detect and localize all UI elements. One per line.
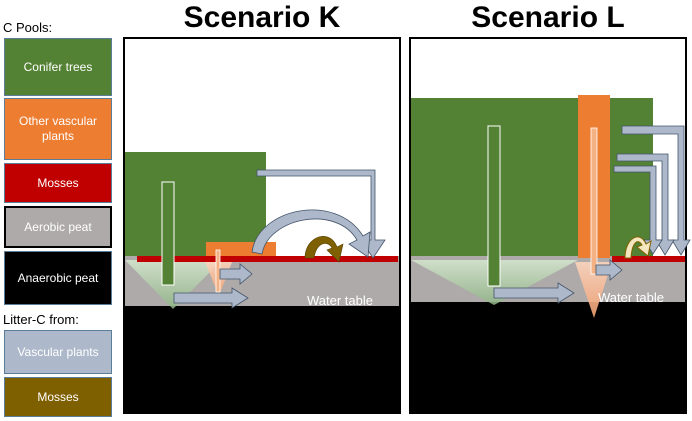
c-pools-legend-title: C Pools: <box>3 20 53 35</box>
scenario-l-conifer-root-litter-arrow <box>493 282 575 304</box>
scenario-k-moss-litter-arrow <box>304 236 344 263</box>
scenario-l-vascular-root-zone <box>575 262 612 318</box>
legend-anaerobic-peat: Anaerobic peat <box>4 251 112 305</box>
scenario-k-conifer-stem <box>161 181 175 286</box>
scenario-k-vascular-litter-arrow <box>251 209 371 258</box>
scenario-l-conifer-stem <box>487 125 501 287</box>
scenario-l-moss-litter-arrow <box>624 236 652 259</box>
legend-conifer-trees: Conifer trees <box>4 38 112 96</box>
scenario-l-vascular-stem <box>590 127 598 275</box>
scenario-l-title: Scenario L <box>471 1 625 34</box>
legend-other-vascular-plants-label: Other vascular plants <box>18 114 98 143</box>
scenario-k-panel: Water table <box>123 37 401 414</box>
legend-litter-mosses-label: Mosses <box>37 389 79 404</box>
legend-aerobic-peat: Aerobic peat <box>4 206 112 248</box>
scenario-k-anaerobic-peat <box>125 306 399 412</box>
scenario-l-conifer-litter-arrow <box>621 125 691 256</box>
scenario-l-conifer-canopy <box>411 98 653 258</box>
scenario-l-moss-layer <box>612 256 685 262</box>
legend-mosses-pool-label: Mosses <box>37 175 79 190</box>
scenario-k-vascular-root-litter-arrow <box>219 263 253 285</box>
scenario-l-vascular-litter-arrow <box>616 153 675 256</box>
scenario-l-vascular-litter-arrow-2 <box>613 165 663 255</box>
legend-other-vascular-plants: Other vascular plants <box>4 98 112 160</box>
scenario-k-moss-layer <box>137 256 398 262</box>
scenario-k-water-table-label: Water table <box>307 293 373 308</box>
scenario-k-vascular-stem <box>215 249 221 293</box>
legend-litter-vascular-plants-label: Vascular plants <box>17 344 99 359</box>
scenario-l-vascular-root-litter-arrow <box>595 259 623 281</box>
litter-c-legend-title: Litter-C from: <box>3 312 79 327</box>
scenario-k-conifer-root-litter-arrow <box>173 287 249 309</box>
scenario-l-anaerobic-peat <box>411 302 685 412</box>
legend-anaerobic-peat-label: Anaerobic peat <box>17 270 99 285</box>
legend-aerobic-peat-label: Aerobic peat <box>24 219 92 234</box>
scenario-k-conifer-canopy <box>125 152 266 258</box>
legend-litter-mosses: Mosses <box>4 377 112 417</box>
legend-litter-vascular-plants: Vascular plants <box>4 330 112 374</box>
legend-conifer-trees-label: Conifer trees <box>23 59 93 74</box>
legend-mosses-pool: Mosses <box>4 163 112 203</box>
scenario-l-panel: Water table <box>409 37 691 414</box>
scenario-k-title: Scenario K <box>183 1 341 34</box>
scenario-l-water-table-label: Water table <box>598 290 664 305</box>
